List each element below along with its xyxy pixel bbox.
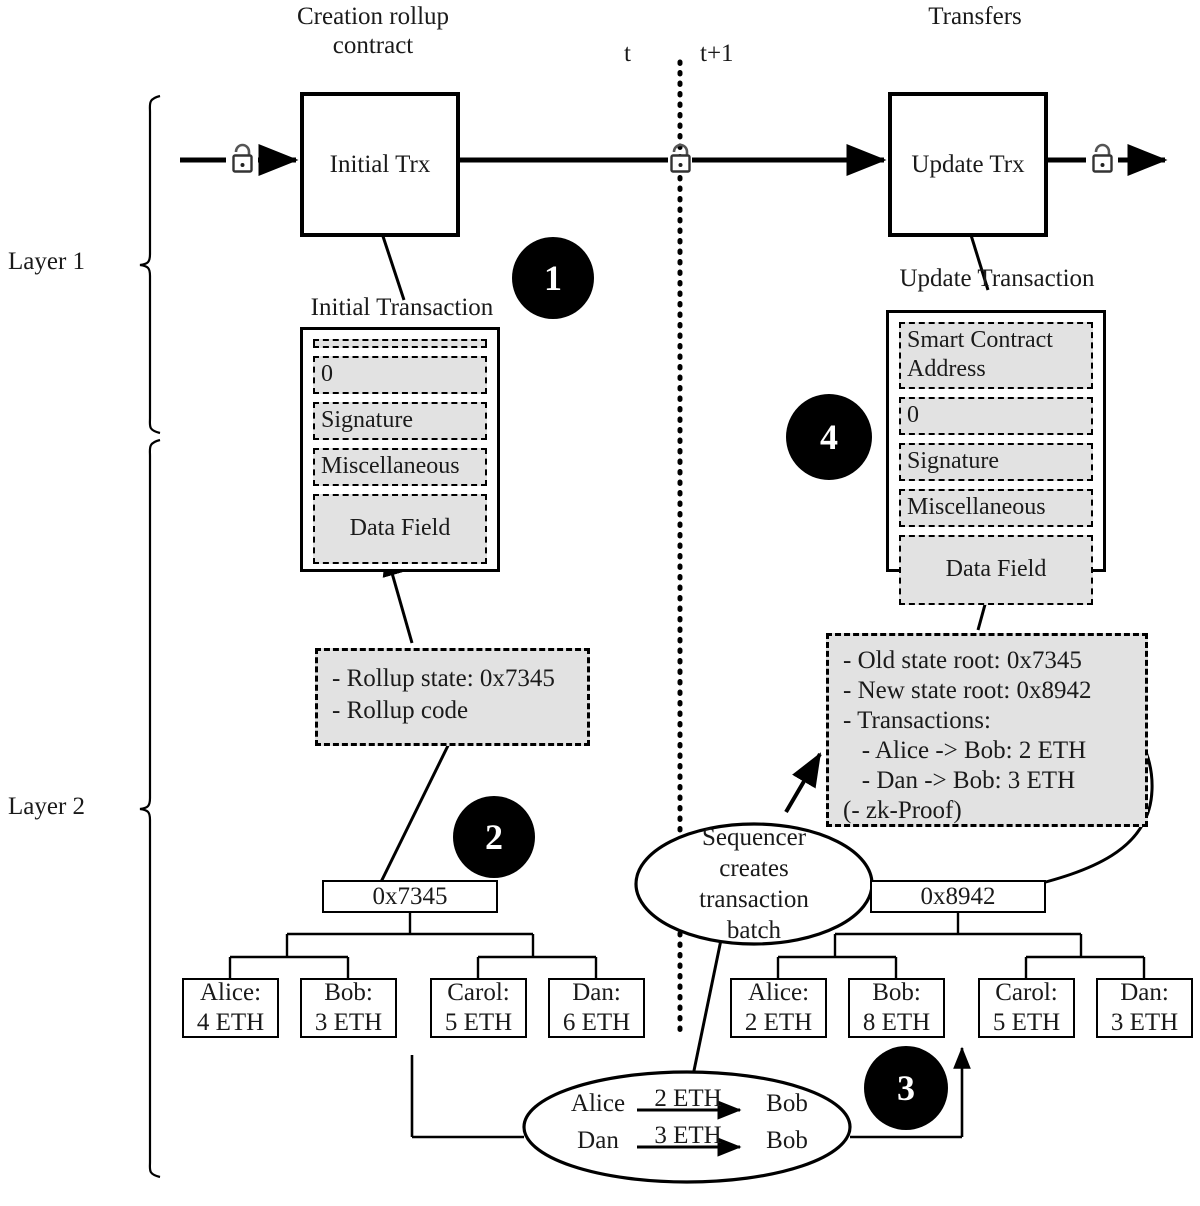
leaf-name: Bob: [324, 979, 373, 1006]
update-transaction-box[interactable]: Smart Contract Address 0 Signature Misce… [886, 310, 1106, 605]
lock-icon [670, 143, 691, 173]
initial-trx-box[interactable]: Initial Trx [300, 92, 460, 237]
step-circle-1[interactable]: 1 [512, 237, 594, 319]
sequencer-ellipse-label[interactable]: Sequencer creates transaction batch [654, 822, 854, 946]
transfer-amounts: 2 ETH 3 ETH [638, 1080, 738, 1154]
leaf-balance: 3 ETH [1110, 1009, 1179, 1036]
leaf-name: Alice: [747, 979, 810, 1006]
tree-before-root[interactable]: 0x7345 [322, 880, 498, 913]
lock-icon [1092, 143, 1113, 173]
update-data-blob[interactable]: - Old state root: 0x7345 - New state roo… [826, 633, 1148, 827]
tree-after-leaf-bob[interactable]: Bob: 8 ETH [848, 978, 945, 1038]
initial-data-blob[interactable]: - Rollup state: 0x7345 - Rollup code [315, 648, 590, 746]
caption-transfers: Transfers [928, 3, 1022, 30]
initial-recipient-address-field[interactable] [313, 339, 487, 348]
sequencer-line-4: batch [726, 917, 782, 944]
leaf-name: Alice: [199, 979, 262, 1006]
tree-before-leaf-dan[interactable]: Dan: 6 ETH [548, 978, 645, 1038]
leaf-balance: 3 ETH [314, 1009, 383, 1036]
tree-before-leaf-bob[interactable]: Bob: 3 ETH [300, 978, 397, 1038]
caption-line-2: contract [332, 32, 414, 59]
sequencer-line-3: transaction [699, 886, 809, 913]
initial-data-field[interactable]: Data Field [313, 494, 487, 564]
tree-before-leaf-carol[interactable]: Carol: 5 ETH [430, 978, 527, 1038]
caption-creation-rollup-contract: Creation rollup contract [258, 2, 488, 60]
transfer-to-2: Bob [766, 1127, 808, 1154]
tree-after-root[interactable]: 0x8942 [870, 880, 1046, 913]
update-trx-label: Update Trx [911, 150, 1025, 178]
update-trx-box[interactable]: Update Trx [888, 92, 1048, 237]
transfer-amount-1: 2 ETH [654, 1085, 722, 1112]
initial-signature-field[interactable]: Signature [313, 402, 487, 440]
transfer-to-1: Bob [766, 1090, 808, 1117]
leaf-name: Bob: [872, 979, 921, 1006]
update-value-field[interactable]: 0 [899, 397, 1093, 435]
smart-contract-address-line-1: Smart Contract [907, 327, 1053, 353]
sequencer-line-1: Sequencer [701, 824, 807, 851]
leaf-balance: 2 ETH [744, 1009, 813, 1036]
rollup-code-line: - Rollup code [332, 697, 469, 724]
update-transaction-title: Update Transaction [884, 265, 1110, 293]
transfer-senders: Alice Dan [562, 1085, 634, 1159]
leaf-name: Carol: [447, 979, 510, 1006]
initial-transaction-box[interactable]: 0 Signature Miscellaneous Data Field [300, 327, 500, 572]
zk-proof-line: (- zk-Proof) [843, 797, 962, 824]
tree-after-leaf-alice[interactable]: Alice: 2 ETH [730, 978, 827, 1038]
initial-transaction-title: Initial Transaction [298, 294, 506, 322]
update-signature-field[interactable]: Signature [899, 443, 1093, 481]
step-circle-3[interactable]: 3 [864, 1046, 948, 1130]
sequencer-line-2: creates [719, 855, 789, 882]
rollup-state-line: - Rollup state: 0x7345 [332, 665, 555, 692]
initial-transaction-title-text: Initial Transaction [310, 294, 494, 321]
time-label-t: t [624, 40, 631, 67]
tree-after-leaf-dan[interactable]: Dan: 3 ETH [1096, 978, 1193, 1038]
leaf-balance: 8 ETH [862, 1009, 931, 1036]
leaf-balance: 4 ETH [196, 1009, 265, 1036]
leaf-name: Dan: [1120, 979, 1169, 1006]
layer-2-label: Layer 2 [8, 793, 86, 820]
transfer-recipients: Bob Bob [752, 1085, 822, 1159]
update-data-field[interactable]: Data Field [899, 535, 1093, 605]
smart-contract-address-line-2: Address [907, 356, 986, 382]
caption-line-1: Creation rollup [296, 3, 450, 30]
update-transaction-title-text: Update Transaction [899, 265, 1095, 292]
lock-icon [232, 143, 253, 173]
leaf-balance: 5 ETH [444, 1009, 513, 1036]
update-miscellaneous-field[interactable]: Miscellaneous [899, 489, 1093, 527]
layer-1-label: Layer 1 [8, 248, 86, 275]
transaction-item-2: - Dan -> Bob: 3 ETH [843, 767, 1076, 794]
step-circle-2[interactable]: 2 [453, 796, 535, 878]
initial-value-field[interactable]: 0 [313, 356, 487, 394]
tree-before-leaf-alice[interactable]: Alice: 4 ETH [182, 978, 279, 1038]
new-state-root-line: - New state root: 0x8942 [843, 677, 1092, 704]
leaf-balance: 5 ETH [992, 1009, 1061, 1036]
step-circle-4[interactable]: 4 [786, 394, 872, 480]
transfer-amount-2: 3 ETH [654, 1122, 722, 1149]
initial-miscellaneous-field[interactable]: Miscellaneous [313, 448, 487, 486]
tree-after-leaf-carol[interactable]: Carol: 5 ETH [978, 978, 1075, 1038]
transaction-item-1: - Alice -> Bob: 2 ETH [843, 737, 1087, 764]
leaf-balance: 6 ETH [562, 1009, 631, 1036]
leaf-name: Carol: [995, 979, 1058, 1006]
leaf-name: Dan: [572, 979, 621, 1006]
transfer-from-2: Dan [577, 1127, 619, 1154]
initial-trx-label: Initial Trx [329, 150, 431, 178]
transactions-line: - Transactions: [843, 707, 991, 734]
update-recipient-address-field[interactable]: Smart Contract Address [899, 322, 1093, 389]
old-state-root-line: - Old state root: 0x7345 [843, 647, 1082, 674]
time-label-t-plus-1: t+1 [700, 40, 734, 67]
transfer-from-1: Alice [570, 1090, 626, 1117]
